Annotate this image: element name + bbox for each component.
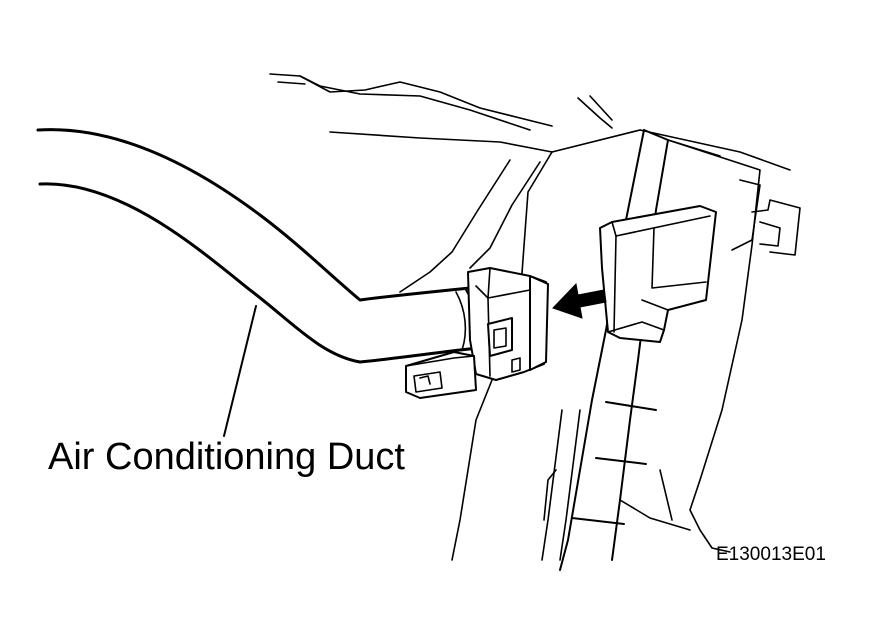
mounting-bracket-frame	[541, 129, 801, 571]
air-conditioning-duct	[36, 128, 480, 364]
installation-direction-arrow	[552, 282, 607, 319]
duct-connector	[405, 267, 549, 399]
callout-leader-line	[223, 305, 257, 437]
figure-code: E130013E01	[716, 544, 826, 565]
duct-socket	[599, 205, 717, 343]
duct-callout-label: Air Conditioning Duct	[48, 436, 405, 478]
